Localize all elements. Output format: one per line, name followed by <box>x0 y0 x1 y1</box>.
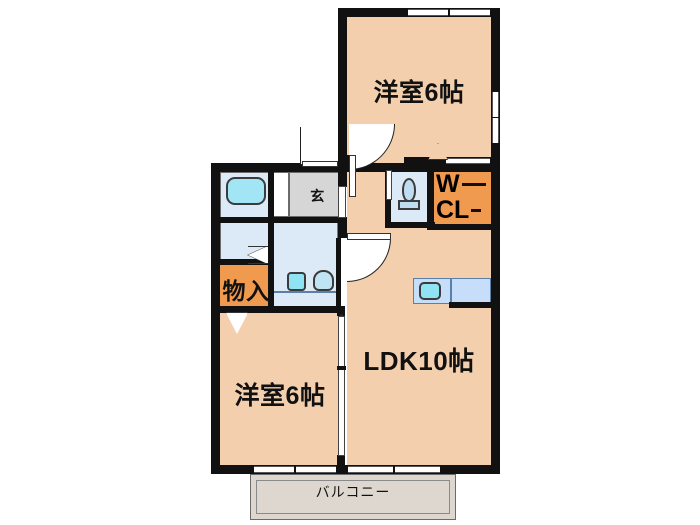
window-north-bedroom-left <box>408 9 448 16</box>
label-bedroom-north: 洋室6帖 <box>373 79 465 107</box>
door-bedroom-north-leaf <box>349 155 356 197</box>
wall-genkan-bottom <box>273 217 343 223</box>
door-hall-ldk-leaf <box>347 233 391 240</box>
wall-toilet-right <box>427 167 434 227</box>
wall-east-upper <box>491 8 500 164</box>
wcl-open-marker <box>428 143 448 160</box>
label-walk-in-closet: W CL <box>434 170 494 228</box>
wall-bath-right <box>268 163 274 218</box>
toilet-bowl-icon <box>402 178 416 202</box>
window-wcl-north <box>446 158 490 164</box>
wall-genkan-hall <box>338 163 347 187</box>
partition-mid-stop <box>337 366 346 370</box>
wall-west-outer <box>211 163 220 474</box>
partition-sliding-panel <box>338 316 345 456</box>
wall-washroom-right <box>268 222 274 312</box>
label-wcl-line1: W <box>436 170 460 198</box>
label-genkan: 玄 <box>310 188 325 204</box>
wall-bedroom-south-ldk-bottom <box>337 455 345 474</box>
door-entrance-swing <box>300 127 338 165</box>
window-balcony-right-b <box>395 466 440 473</box>
washroom-basin-area <box>272 222 338 308</box>
window-north-bedroom-right <box>450 9 490 16</box>
washing-machine-icon <box>287 272 306 291</box>
wcl-rule-1 <box>461 183 486 186</box>
window-east-bedroom-lower <box>492 118 499 143</box>
wall-north-bedroom-left <box>338 8 347 164</box>
wall-storage-top <box>211 259 273 265</box>
label-ldk: LDK10帖 <box>363 346 475 376</box>
wall-wcl-bottom <box>427 224 493 230</box>
door-entrance-leaf <box>302 161 338 167</box>
wall-storage-bottom <box>211 306 341 313</box>
door-bathroom-fold <box>248 246 268 264</box>
balcony-area <box>250 474 456 520</box>
wall-bedroom-south-ldk-top <box>337 306 345 316</box>
room-walk-in-closet <box>434 172 491 227</box>
bathtub-icon <box>226 177 266 205</box>
kitchen-counter-divider <box>450 279 452 303</box>
window-balcony-left-b <box>296 466 336 473</box>
door-bathroom-fold-outline <box>248 246 268 264</box>
window-east-bedroom-upper <box>492 92 499 117</box>
room-storage <box>220 264 272 308</box>
wall-toilet-bottom <box>385 222 435 228</box>
wall-bedroom-north-bottom-left <box>338 155 354 163</box>
balcony-inner-rail <box>256 480 450 514</box>
wall-east-lower <box>491 163 500 474</box>
kitchen-sink-icon <box>419 282 441 300</box>
balcony-label: バルコニー <box>315 484 391 500</box>
label-bedroom-south: 洋室6帖 <box>234 382 326 410</box>
label-wcl-line2: CL <box>436 196 470 224</box>
genkan-step <box>272 172 289 217</box>
room-bedroom-south <box>220 312 340 465</box>
storage-open-marker <box>226 313 248 334</box>
wcl-rule-2 <box>471 209 482 212</box>
window-balcony-left-a <box>254 466 294 473</box>
window-balcony-right-a <box>348 466 393 473</box>
washbasin-icon <box>313 270 334 291</box>
wall-hall-right-upper <box>338 217 347 238</box>
washroom-counter-line <box>274 291 336 293</box>
wall-washroom-ldk <box>336 238 341 308</box>
door-washroom-leaf <box>338 186 346 218</box>
wall-bath-bottom <box>211 217 273 223</box>
door-toilet-leaf <box>386 170 392 200</box>
label-storage: 物入 <box>222 278 270 304</box>
kitchen-counter-wall <box>449 302 493 308</box>
